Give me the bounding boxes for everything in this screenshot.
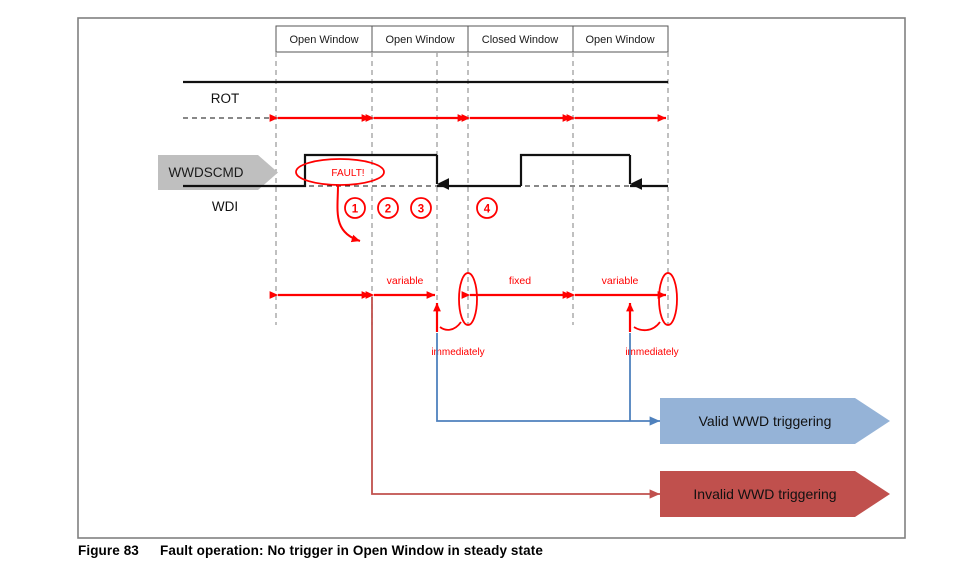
fault-marker: FAULT! xyxy=(295,158,385,186)
wdi-signal: WDI xyxy=(183,153,668,214)
legend-invalid-label: Invalid WWD triggering xyxy=(693,486,836,502)
immediately-label-1: immediately xyxy=(431,347,484,358)
timing-label-fixed: fixed xyxy=(509,275,531,287)
immediately-curve-2 xyxy=(633,321,661,332)
wwdscmd-chevron-shape xyxy=(158,155,278,190)
window-header-label-3: Closed Window xyxy=(482,34,558,46)
wdi-pulse-2 xyxy=(519,153,630,186)
step-marker-label-3: 3 xyxy=(418,204,424,216)
step-marker-circle-2 xyxy=(377,197,399,219)
timing-label-variable-1: variable xyxy=(387,275,424,287)
window-header-label-1: Open Window xyxy=(289,34,358,46)
legend-invalid-chevron-shape xyxy=(660,471,890,517)
step-marker-circle-1 xyxy=(344,197,366,219)
immediately-callout-2: immediately xyxy=(625,302,679,358)
immediately-callout-1: immediately xyxy=(431,302,485,358)
invalid-connector-path xyxy=(371,297,661,499)
immediately-curve-1 xyxy=(439,321,462,331)
trigger-instant-ellipse-1 xyxy=(458,272,478,326)
wwdscmd-banner: WWDSCMD xyxy=(158,155,278,190)
immediately-label-2: immediately xyxy=(625,347,678,358)
window-header-cell xyxy=(572,25,669,53)
window-header-label-4: Open Window xyxy=(585,34,654,46)
rot-signal: ROT xyxy=(183,80,668,119)
wwdscmd-label: WWDSCMD xyxy=(169,165,244,180)
window-header-label-2: Open Window xyxy=(385,34,454,46)
signal-label-rot: ROT xyxy=(211,91,240,106)
figure-caption: Figure 83 Fault operation: No trigger in … xyxy=(78,543,543,558)
step-markers: 1 2 3 4 xyxy=(344,197,498,219)
step-marker-circle-4 xyxy=(476,197,498,219)
figure-number: Figure 83 xyxy=(78,543,139,558)
trigger-instant-ellipse-2 xyxy=(658,272,678,326)
window-header-table: Open Window Open Window Closed Window Op… xyxy=(275,25,669,53)
legend-invalid: Invalid WWD triggering xyxy=(660,471,890,517)
step-marker-label-2: 2 xyxy=(385,204,391,216)
valid-connector xyxy=(436,333,661,426)
legend-valid-label: Valid WWD triggering xyxy=(699,413,832,429)
fault-curved-arrow xyxy=(336,184,361,243)
legend-valid: Valid WWD triggering xyxy=(660,398,890,444)
valid-connector-path-1 xyxy=(436,333,661,426)
step-marker-circle-3 xyxy=(410,197,432,219)
wdi-pulse-1 xyxy=(183,153,437,188)
figure-frame xyxy=(77,17,906,539)
fault-label: FAULT! xyxy=(331,168,364,179)
grid-lines xyxy=(275,52,669,325)
step-marker-label-1: 1 xyxy=(352,204,359,216)
signal-label-wdi: WDI xyxy=(212,199,238,214)
legend-valid-chevron-shape xyxy=(660,398,890,444)
figure-caption-text: Fault operation: No trigger in Open Wind… xyxy=(160,543,543,558)
timing-label-variable-2: variable xyxy=(602,275,639,287)
fault-ellipse xyxy=(295,158,385,186)
step-marker-label-4: 4 xyxy=(484,204,491,216)
